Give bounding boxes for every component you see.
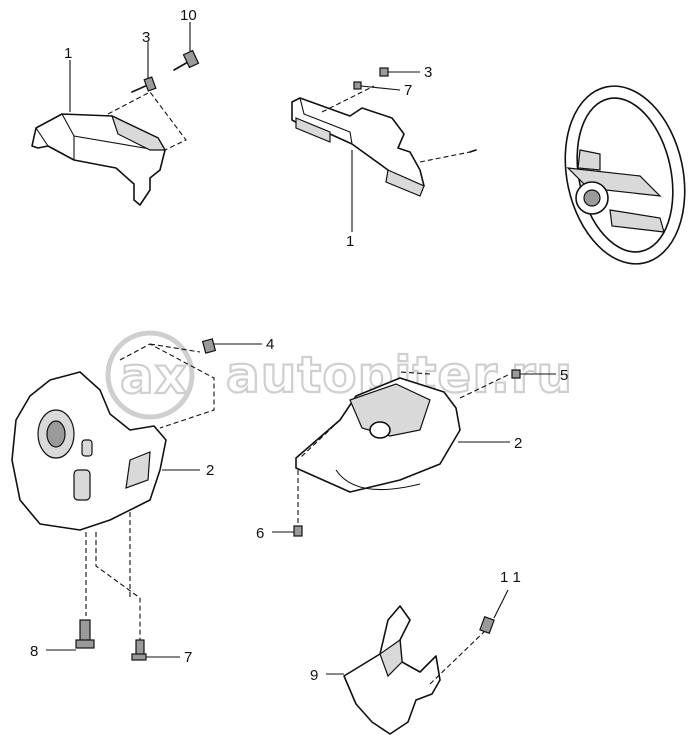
- callout-screw-7-middle: 7: [404, 82, 412, 99]
- callout-screw-6: 6: [256, 525, 264, 542]
- lower-cover-bottom: [343, 605, 441, 735]
- callout-bolt-10: 10: [180, 7, 197, 24]
- steering-wheel: [564, 85, 686, 265]
- callout-part-9: 9: [310, 667, 318, 684]
- callout-screw-3-middle: 3: [424, 64, 432, 81]
- screw-3-top-left: [131, 76, 157, 93]
- column-cover-left: [11, 371, 167, 531]
- callout-part-2-left: 2: [206, 462, 214, 479]
- screw-10: [173, 49, 200, 71]
- callout-screw-4: 4: [266, 336, 274, 353]
- screw-7-top-middle: [353, 81, 401, 91]
- callout-part-1-left: 1: [64, 45, 72, 62]
- upper-cover-middle: [291, 97, 425, 197]
- watermark-logo-letters: ax: [120, 347, 188, 405]
- screw-5: [511, 369, 556, 379]
- callout-part-2-middle: 2: [514, 435, 522, 452]
- callout-screw-7-lower: 7: [184, 649, 192, 666]
- callout-labels: 1 3 10 3 7 1 4 2 5 2 6 8 7 1 1 9: [30, 7, 568, 684]
- screw-3-top-middle: [379, 67, 420, 77]
- column-cover-middle: [295, 377, 461, 493]
- screw-7-lower: [131, 639, 180, 661]
- watermark: ax autopiter.ru: [105, 330, 573, 420]
- watermark-logo-icon: [105, 330, 195, 420]
- callout-bolt-8: 8: [30, 643, 38, 660]
- callout-screw-5: 5: [560, 367, 568, 384]
- callout-part-1-middle: 1: [346, 233, 354, 250]
- screw-11: [479, 589, 509, 635]
- screw-4: [201, 338, 262, 354]
- screw-6: [272, 525, 303, 537]
- screw-8: [46, 619, 95, 651]
- callout-screw-3-left: 3: [142, 29, 150, 46]
- callout-screw-11: 1 1: [500, 569, 521, 586]
- upper-cover-left: [31, 113, 167, 206]
